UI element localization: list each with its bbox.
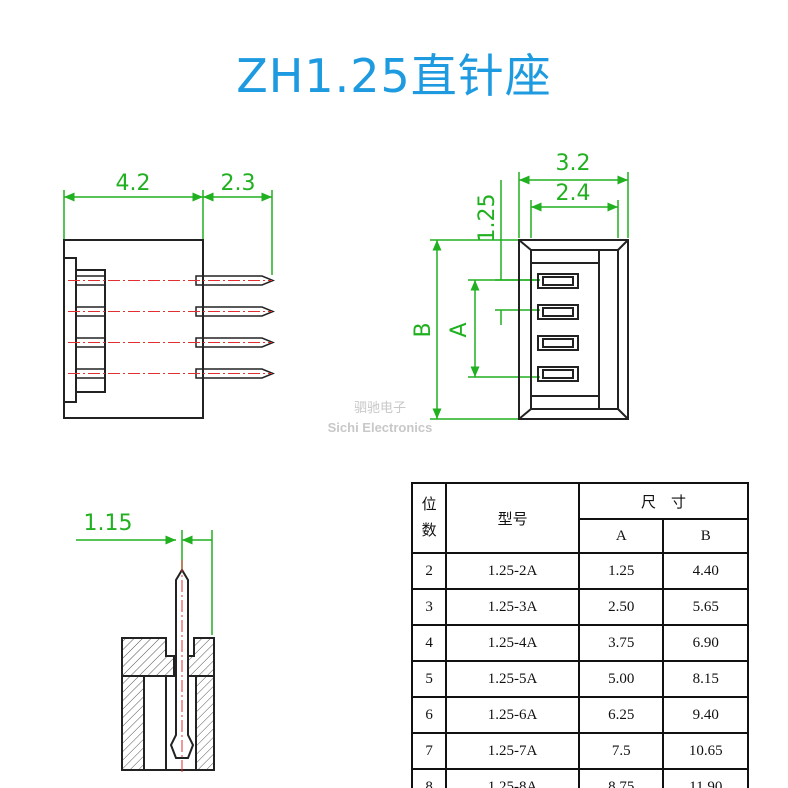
front-view-dimensions bbox=[430, 172, 629, 420]
cell-model: 1.25-2A bbox=[445, 552, 580, 590]
table-header-row: 位 数 型号 尺 寸 bbox=[410, 481, 750, 554]
dim-4-2-label: 4.2 bbox=[116, 171, 151, 196]
side-view-dimensions bbox=[63, 190, 273, 275]
cell-b: 9.40 bbox=[662, 696, 749, 734]
table-row: 4 1.25-4A 3.75 6.90 bbox=[410, 624, 749, 662]
side-view-housing bbox=[63, 239, 204, 419]
cell-model: 1.25-7A bbox=[445, 732, 580, 770]
section-pin bbox=[169, 560, 195, 775]
table-row: 3 1.25-3A 2.50 5.65 bbox=[410, 588, 749, 626]
section-view: 1.15 bbox=[76, 511, 215, 775]
header-positions: 位 数 bbox=[410, 482, 448, 554]
front-view-pins bbox=[537, 273, 579, 382]
section-housing bbox=[121, 637, 215, 771]
watermark-cn: 驷驰电子 bbox=[354, 400, 406, 415]
front-view-housing bbox=[518, 239, 629, 420]
front-view: 3.2 2.4 1.25 B A bbox=[411, 151, 629, 420]
header-size: 尺 寸 bbox=[577, 481, 750, 521]
cell-a: 2.50 bbox=[577, 588, 665, 626]
dim-pitch-label: 1.25 bbox=[475, 194, 500, 243]
side-view: 4.2 2.3 bbox=[63, 171, 275, 419]
cell-a: 6.25 bbox=[577, 696, 665, 734]
cell-positions: 8 bbox=[410, 768, 448, 788]
cell-positions: 2 bbox=[410, 552, 448, 590]
cell-b: 4.40 bbox=[662, 552, 749, 590]
table-row: 5 1.25-5A 5.00 8.15 bbox=[410, 660, 749, 698]
page-title: ZH1.25直针座 bbox=[236, 49, 552, 103]
table-row: 7 1.25-7A 7.5 10.65 bbox=[410, 732, 749, 770]
dim-b-label: B bbox=[411, 322, 436, 337]
dim-2-4-label: 2.4 bbox=[556, 181, 591, 206]
dim-2-3-label: 2.3 bbox=[221, 171, 256, 196]
cell-positions: 6 bbox=[410, 696, 448, 734]
cell-model: 1.25-5A bbox=[445, 660, 580, 698]
dim-1-15-label: 1.15 bbox=[84, 511, 133, 536]
dim-a-label: A bbox=[447, 322, 472, 337]
watermark-en: Sichi Electronics bbox=[328, 420, 433, 435]
dim-3-2-label: 3.2 bbox=[556, 151, 591, 176]
cell-positions: 7 bbox=[410, 732, 448, 770]
cell-b: 11.90 bbox=[662, 768, 749, 788]
header-a: A bbox=[577, 518, 665, 554]
cell-a: 1.25 bbox=[577, 552, 665, 590]
side-view-pins bbox=[68, 275, 275, 379]
cell-a: 8.75 bbox=[577, 768, 665, 788]
cell-model: 1.25-6A bbox=[445, 696, 580, 734]
cell-model: 1.25-4A bbox=[445, 624, 580, 662]
cell-b: 6.90 bbox=[662, 624, 749, 662]
cell-a: 3.75 bbox=[577, 624, 665, 662]
cell-positions: 4 bbox=[410, 624, 448, 662]
table-subheader-row: A B bbox=[412, 518, 749, 554]
header-positions-text: 位 数 bbox=[421, 497, 437, 539]
table-row: 6 1.25-6A 6.25 9.40 bbox=[410, 696, 749, 734]
cell-positions: 3 bbox=[410, 588, 448, 626]
spec-table: 位 数 型号 尺 寸 A B 2 1.25-2A 1.25 4.40 3 1.2… bbox=[410, 481, 750, 788]
cell-b: 8.15 bbox=[662, 660, 749, 698]
cell-a: 7.5 bbox=[577, 732, 665, 770]
cell-positions: 5 bbox=[410, 660, 448, 698]
section-view-dimensions bbox=[76, 530, 213, 635]
table-row: 2 1.25-2A 1.25 4.40 bbox=[410, 552, 749, 590]
header-b: B bbox=[662, 518, 749, 554]
cell-model: 1.25-8A bbox=[445, 768, 580, 788]
cell-a: 5.00 bbox=[577, 660, 665, 698]
cell-model: 1.25-3A bbox=[445, 588, 580, 626]
header-model: 型号 bbox=[445, 482, 580, 554]
table-row: 8 1.25-8A 8.75 11.90 bbox=[410, 768, 749, 788]
cell-b: 10.65 bbox=[662, 732, 749, 770]
cell-b: 5.65 bbox=[662, 588, 749, 626]
